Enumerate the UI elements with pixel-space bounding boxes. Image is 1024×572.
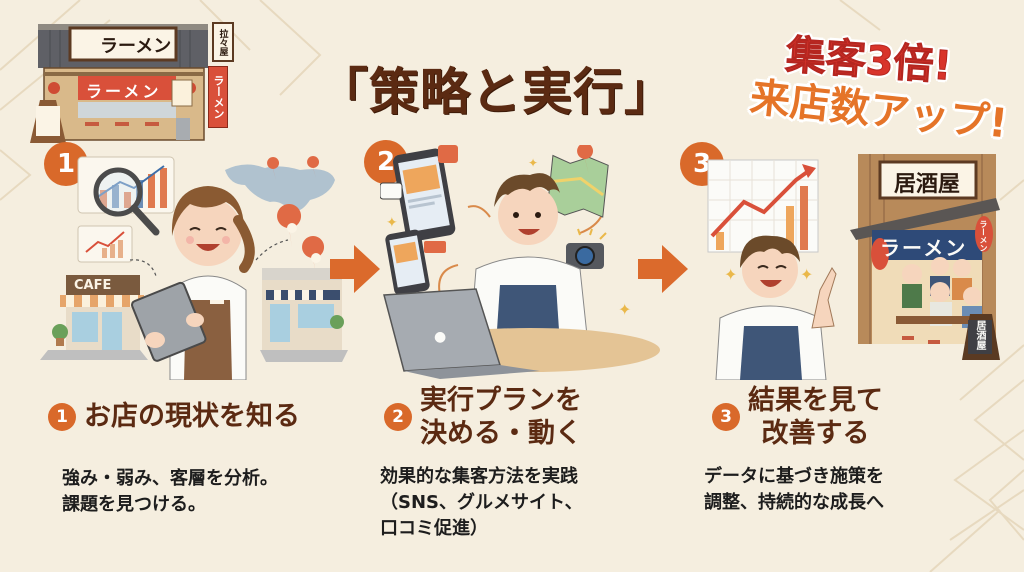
step-2-title: 実行プランを 決める・動く	[420, 385, 582, 449]
svg-text:✦: ✦	[386, 215, 398, 231]
svg-text:✦: ✦	[528, 156, 538, 170]
step-2-badge: 2	[384, 403, 412, 431]
cafe-sign: CAFE	[74, 278, 112, 293]
arrow-right-icon	[638, 245, 688, 293]
svg-text:✦: ✦	[618, 300, 631, 319]
step-3-badge: 3	[712, 403, 740, 431]
step-3-illustration: ✦ ✦ 居酒屋 ラーメン ラーメン 居酒屋	[700, 150, 1000, 381]
step-2-illustration: ✦ ✦ ✦ ●	[379, 143, 660, 380]
ramen-shop-illustration: ラーメン ラーメン 拉々屋 ラーメン	[30, 18, 240, 143]
step-3-title: 結果を見て 改善する	[748, 385, 883, 449]
page-title: 「策略と実行」	[318, 63, 675, 121]
step-3-number-circle: 3	[680, 142, 724, 186]
step-1-illustration: CAFE	[30, 140, 350, 381]
ramen-side-sign: 拉々屋	[212, 22, 234, 62]
step-1-badge: 1	[48, 402, 76, 431]
step-1-heading: 1 お店の現状を知る	[48, 400, 300, 433]
izakaya-noren-text: ラーメン	[880, 236, 968, 260]
ramen-banner-flag: ラーメン	[208, 66, 228, 128]
arrow-right-icon	[330, 245, 380, 293]
svg-text:●: ●	[434, 329, 446, 345]
step-1-title: お店の現状を知る	[84, 401, 300, 432]
step-2-description: 効果的な集客方法を実践 （SNS、グルメサイト、 口コミ促進）	[380, 466, 583, 539]
izakaya-board-text: 居酒屋	[974, 320, 985, 350]
svg-text:✦: ✦	[724, 265, 737, 284]
promo-line-2: 来店数アップ!	[747, 74, 1010, 148]
izakaya-sign: 居酒屋	[894, 172, 961, 197]
ramen-noren-text: ラーメン	[86, 82, 162, 101]
svg-text:✦: ✦	[800, 265, 813, 284]
ramen-shop-sign: ラーメン	[100, 36, 172, 57]
izakaya-lantern-text: ラーメン	[979, 220, 988, 252]
step-3-heading: 3 結果を見て 改善する	[712, 384, 883, 450]
step-2-heading: 2 実行プランを 決める・動く	[384, 384, 582, 450]
step-3-description: データに基づき施策を 調整、持続的な成長へ	[704, 466, 884, 513]
step-1-description: 強み・弱み、客層を分析。 課題を見つける。	[62, 468, 278, 515]
